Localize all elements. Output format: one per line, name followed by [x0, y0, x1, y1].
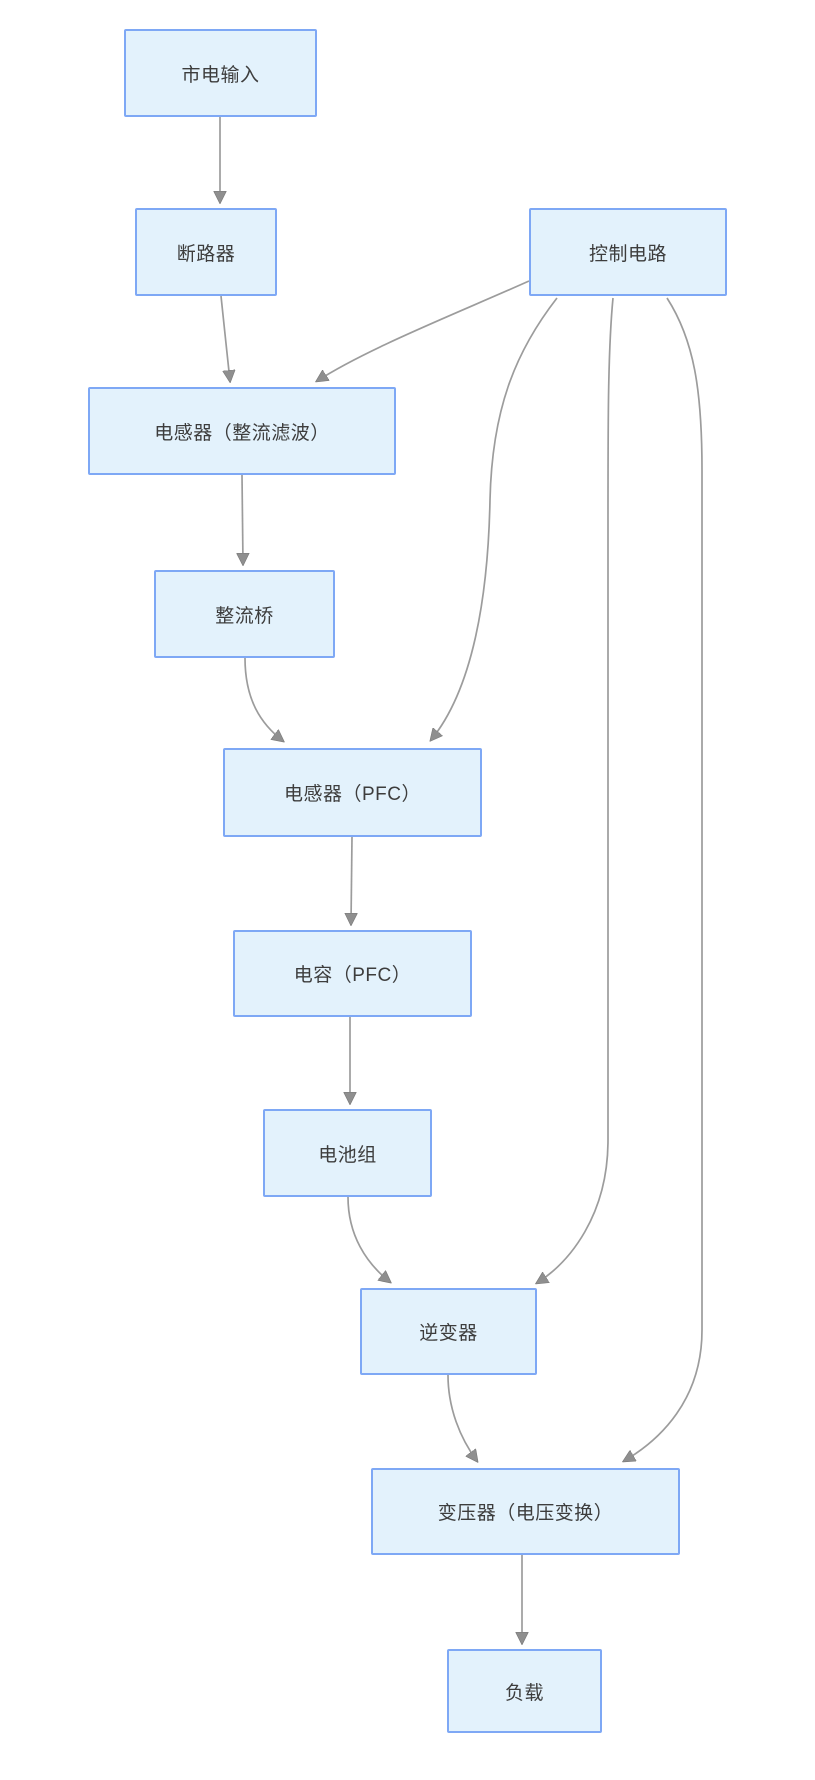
node-rectifier-bridge-label: 整流桥 — [215, 605, 274, 627]
node-inductor-pfc-label: 电感器（PFC） — [283, 784, 421, 805]
edge-ind-pfc-to-cap-pfc — [351, 836, 352, 924]
node-inverter: 逆变器 — [360, 1288, 537, 1375]
node-capacitor-pfc-label: 电容（PFC） — [293, 965, 412, 986]
node-battery-pack-label: 电池组 — [318, 1144, 377, 1166]
edge-inverter-to-transformer — [447, 1374, 477, 1461]
node-circuit-breaker: 断路器 — [135, 208, 277, 296]
edge-breaker-to-ind-filter — [220, 295, 230, 381]
node-capacitor-pfc: 电容（PFC） — [233, 930, 472, 1017]
node-transformer-voltage-conversion-label: 变压器（电压变换） — [437, 1503, 614, 1524]
node-mains-input: 市电输入 — [124, 29, 317, 117]
node-circuit-breaker-label: 断路器 — [176, 243, 236, 265]
node-battery-pack: 电池组 — [263, 1109, 432, 1197]
edge-ind-filter-to-bridge — [242, 474, 243, 564]
node-control-circuit: 控制电路 — [529, 208, 727, 296]
node-control-circuit-label: 控制电路 — [588, 243, 667, 265]
edge-control-to-ind-filter — [317, 280, 530, 381]
edge-battery-to-inverter — [347, 1196, 390, 1282]
edge-control-to-ind-pfc — [431, 297, 558, 740]
node-transformer-voltage-conversion: 变压器（电压变换） — [371, 1468, 680, 1555]
edge-bridge-to-ind-pfc — [244, 657, 283, 741]
node-inductor-pfc: 电感器（PFC） — [223, 748, 482, 837]
node-rectifier-bridge: 整流桥 — [154, 570, 335, 658]
node-load: 负载 — [447, 1649, 602, 1733]
node-load-label: 负载 — [504, 1682, 544, 1704]
edge-control-to-inverter — [537, 297, 614, 1283]
node-inductor-rectifier-filter-label: 电感器（整流滤波） — [154, 422, 330, 444]
node-mains-input-label: 市电输入 — [181, 64, 260, 86]
node-inductor-rectifier-filter: 电感器（整流滤波） — [88, 387, 396, 475]
edge-control-to-transformer — [624, 297, 703, 1461]
node-inverter-label: 逆变器 — [419, 1323, 478, 1344]
